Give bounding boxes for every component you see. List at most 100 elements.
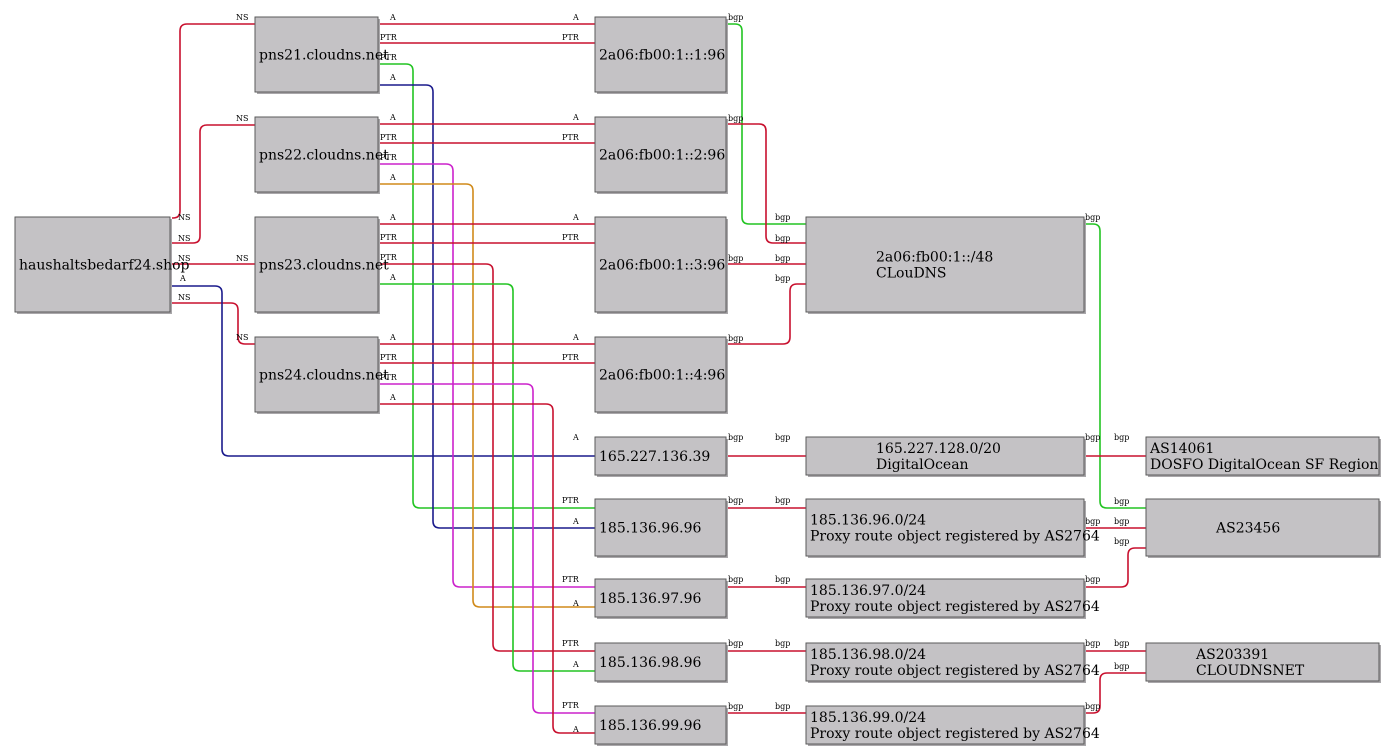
edge-pns24-to-ip99 [378, 403, 595, 734]
node-label-line: CLouDNS [876, 266, 947, 282]
node-box [1145, 498, 1380, 557]
node-label-line: 185.136.99.0/24 [810, 710, 926, 726]
node-box [594, 216, 727, 313]
node-label-line: 185.136.96.96 [599, 521, 702, 537]
edge-tail-label: PTR [380, 353, 398, 362]
node-label-line: 2a06:fb00:1::4:96 [599, 368, 725, 384]
edge-pns23-to-ip98 [378, 283, 595, 672]
edge-tail-label: bgp [1085, 702, 1100, 711]
node-label-line: 185.136.99.96 [599, 718, 702, 734]
edge-head-label: NS [236, 114, 248, 123]
node-box [594, 16, 727, 93]
node-label-line: 2a06:fb00:1::1:96 [599, 48, 725, 64]
edge-tail-label: A [389, 393, 396, 402]
edge-head-label: A [572, 517, 579, 526]
node-ip97: 185.136.97.96 [594, 578, 728, 619]
node-label-line: 185.136.97.0/24 [810, 583, 926, 599]
edge-tail-label: PTR [380, 233, 398, 242]
node-label-line: DigitalOcean [876, 457, 969, 473]
node-shop: haushaltsbedarf24.shop [14, 216, 190, 314]
node-box [805, 498, 1085, 557]
node-box [254, 116, 379, 193]
edge-tail-label: bgp [1085, 433, 1100, 442]
edge-shop-to-pns24 [172, 302, 255, 345]
edge-tail-label: NS [178, 254, 190, 263]
node-label-line: 165.227.128.0/20 [876, 441, 1001, 457]
node-v6_4: 2a06:fb00:1::4:96 [594, 336, 728, 414]
edge-tail-label: PTR [380, 33, 398, 42]
node-box [1145, 436, 1380, 476]
node-pns23: pns23.cloudns.net [254, 216, 389, 314]
edge-tail-label: A [179, 274, 186, 283]
edge-shop-to-pns21 [172, 23, 255, 219]
edge-net6-to-as23456 [1084, 223, 1146, 509]
node-box [805, 642, 1085, 682]
node-box [805, 436, 1085, 476]
edge-tail-label: bgp [728, 702, 743, 711]
edge-head-label: PTR [562, 33, 580, 42]
node-v6_3: 2a06:fb00:1::3:96 [594, 216, 728, 314]
node-label-line: Proxy route object registered by AS2764 [810, 663, 1100, 679]
node-label-line: Proxy route object registered by AS2764 [810, 529, 1100, 545]
node-label-line: CLOUDNSNET [1196, 663, 1305, 679]
edge-tail-label: bgp [728, 433, 743, 442]
edge-head-label: bgp [1114, 433, 1129, 442]
edge-tail-label: PTR [380, 253, 398, 262]
edge-head-label: PTR [562, 575, 580, 584]
edge-head-label: bgp [1114, 662, 1129, 671]
edge-head-label: NS [236, 254, 248, 263]
edge-pns21-to-ip96 [378, 84, 595, 529]
node-label-line: 185.136.96.0/24 [810, 513, 926, 529]
node-label-line: 2a06:fb00:1::3:96 [599, 258, 725, 274]
edge-head-label: bgp [775, 234, 790, 243]
node-box [254, 216, 379, 313]
edge-shop-to-ip39 [172, 285, 595, 457]
edge-head-label: bgp [775, 254, 790, 263]
edge-tail-label: bgp [728, 254, 743, 263]
node-label-line: 185.136.97.96 [599, 591, 702, 607]
edge-tail-label: bgp [1085, 213, 1100, 222]
edge-head-label: bgp [775, 575, 790, 584]
edge-head-label: bgp [775, 274, 790, 283]
edge-pns22-to-ip97 [378, 183, 595, 608]
edge-tail-label: bgp [728, 334, 743, 343]
edge-head-label: NS [236, 333, 248, 342]
node-label-line: 165.227.136.39 [599, 449, 710, 465]
edge-tail-label: A [389, 13, 396, 22]
node-v6_2: 2a06:fb00:1::2:96 [594, 116, 728, 194]
node-box [594, 642, 727, 682]
edge-head-label: A [572, 599, 579, 608]
node-pns24: pns24.cloudns.net [254, 336, 389, 414]
nodes-layer: haushaltsbedarf24.shoppns21.cloudns.netp… [14, 16, 1381, 746]
edge-head-label: bgp [775, 639, 790, 648]
node-label-line: Proxy route object registered by AS2764 [810, 726, 1100, 742]
edge-head-label: bgp [1114, 639, 1129, 648]
edge-tail-label: bgp [1085, 517, 1100, 526]
edge-tail-label: A [389, 333, 396, 342]
node-ip96: 185.136.96.96 [594, 498, 728, 558]
edge-head-label: A [572, 213, 579, 222]
node-label-line: 185.136.98.0/24 [810, 647, 926, 663]
edge-tail-label: NS [178, 234, 190, 243]
edge-pns21-to-ip96 [378, 63, 595, 509]
node-box [594, 578, 727, 618]
edge-pns22-to-ip97 [378, 163, 595, 588]
edge-tail-label: bgp [728, 114, 743, 123]
edge-v6_4-to-net6 [726, 283, 806, 345]
edge-head-label: bgp [775, 702, 790, 711]
edge-tail-label: PTR [380, 53, 398, 62]
node-ip99: 185.136.99.96 [594, 705, 728, 746]
edge-head-label: bgp [1114, 537, 1129, 546]
edge-head-label: NS [236, 13, 248, 22]
node-label-line: pns22.cloudns.net [259, 148, 389, 164]
edge-head-label: A [572, 13, 579, 22]
edge-head-label: bgp [775, 213, 790, 222]
node-box [1145, 642, 1380, 682]
node-label-line: 185.136.98.96 [599, 655, 702, 671]
edge-tail-label: bgp [1085, 639, 1100, 648]
edge-tail-label: bgp [728, 639, 743, 648]
